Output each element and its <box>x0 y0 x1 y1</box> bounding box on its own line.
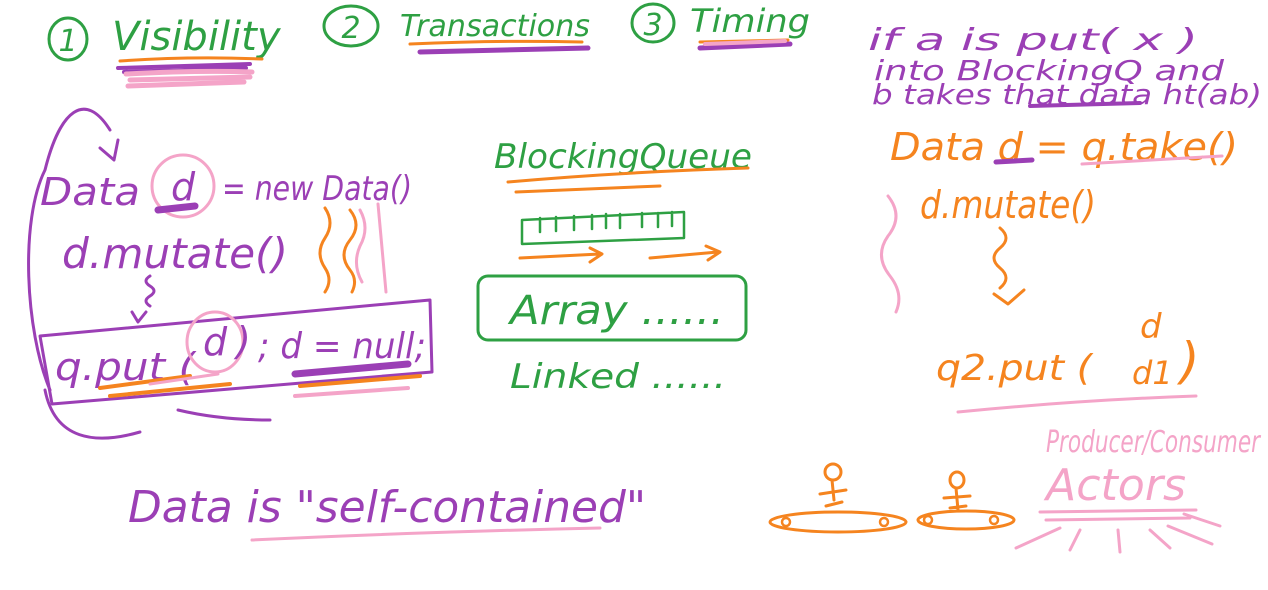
actor-figure-left <box>768 462 908 534</box>
actors-title: Actors <box>1043 460 1186 511</box>
left-put-suffix: ; d = null; <box>258 326 426 367</box>
put-box <box>38 298 434 406</box>
left-orange-waves <box>318 206 358 294</box>
lower-loop-arrow <box>43 388 272 440</box>
right-line2: d.mutate() <box>920 183 1096 227</box>
statement-underline <box>250 526 602 542</box>
actor-left-head <box>823 462 843 482</box>
left-put-arg: d <box>203 320 228 364</box>
right-put-prefix: q2.put ( <box>936 348 1094 389</box>
null-underline-pink <box>293 386 410 398</box>
topic-visibility: 1 Visibility <box>47 14 282 89</box>
actor-left-body <box>818 478 848 508</box>
conveyor-right <box>916 509 1016 531</box>
queue-array-drawing <box>520 210 686 246</box>
right-put-arg-bottom: d1 <box>1132 354 1173 392</box>
right-take-underline <box>1080 154 1224 166</box>
topic-2-underline-orange <box>408 39 584 46</box>
left-pink-waves <box>355 202 388 294</box>
array-item: Array ...... <box>507 288 724 334</box>
topic-1-underline-orange <box>118 56 264 63</box>
footer-statement: Data is "self-contained" <box>128 482 646 542</box>
loop-arrow <box>27 107 120 392</box>
self-contained-statement: Data is "self-contained" <box>128 482 646 533</box>
topic-2-number: 2 <box>341 11 360 46</box>
topic-3-number-circle <box>630 2 676 44</box>
queue-title: BlockingQueue <box>494 137 752 177</box>
right-line1: Data d = q.take() <box>890 125 1238 169</box>
queue-arrow-right <box>648 244 722 262</box>
conveyor-left-wheel-b <box>878 516 890 528</box>
left-put-close: ) <box>233 319 251 363</box>
left-var-underline <box>154 202 199 214</box>
right-put-close: ) <box>1176 332 1200 390</box>
actors-subtitle: Producer/Consumer <box>1046 425 1261 460</box>
blocking-queue-section: BlockingQueue Array ...... Linked ...... <box>476 137 752 397</box>
right-put-underline <box>956 394 1198 414</box>
put-underline-pink <box>148 372 220 386</box>
linked-item: Linked ...... <box>510 357 726 397</box>
left-code-block: Data d = new Data() d.mutate() q.put ( d… <box>27 107 434 440</box>
conveyor-left <box>768 510 908 534</box>
left-line2: d.mutate() <box>62 229 288 278</box>
topic-3-highlight-pink <box>703 39 787 46</box>
right-pink-wave <box>880 194 901 314</box>
right-note-underline <box>1028 101 1142 108</box>
right-code-block: Data d = q.take() d.mutate() q2.put ( d … <box>880 125 1238 414</box>
null-underline-purple <box>291 360 412 378</box>
actor-right-head <box>948 470 966 490</box>
right-var-highlight <box>993 157 1035 165</box>
conveyor-left-wheel-a <box>780 516 792 528</box>
topic-1-label: Visibility <box>112 14 282 60</box>
actors-rays <box>1014 508 1222 554</box>
topic-1-highlight-pink <box>123 68 255 89</box>
array-box <box>476 274 748 342</box>
right-note-line1: if a is put( x ) <box>868 23 1198 58</box>
conveyor-right-wheel-b <box>988 514 1000 526</box>
topic-transactions: 2 Transactions <box>322 4 591 55</box>
right-note: if a is put( x ) into BlockingQ and b ta… <box>868 23 1262 111</box>
null-underline-orange <box>298 374 422 388</box>
topic-3-label: Timing <box>690 2 810 40</box>
topic-2-number-circle <box>322 4 380 48</box>
left-squiggle <box>130 274 156 324</box>
left-var-circle <box>150 153 216 219</box>
left-line1-prefix: Data <box>40 170 140 214</box>
topic-timing: 3 Timing <box>630 2 810 51</box>
actor-right-body <box>942 486 972 512</box>
left-line1-rest: = new Data() <box>222 169 412 209</box>
put-arg-circle <box>185 310 245 374</box>
queue-arrow-left <box>518 246 604 264</box>
topic-3-underline-purple <box>697 41 793 51</box>
left-line1-var: d <box>171 165 196 209</box>
topic-2-label: Transactions <box>400 9 590 44</box>
right-squiggle <box>992 226 1026 306</box>
queue-title-underline <box>506 166 750 194</box>
right-put-arg-top: d <box>1140 307 1162 347</box>
topic-2-underline-purple <box>417 45 591 55</box>
topic-3-number: 3 <box>643 8 662 43</box>
actors-section: Producer/Consumer Actors <box>768 425 1261 554</box>
topic-1-number: 1 <box>58 24 77 59</box>
topic-1-number-circle <box>47 16 89 62</box>
left-put-prefix: q.put ( <box>55 345 197 389</box>
actor-figure-right <box>916 470 1016 531</box>
put-underline-orange <box>98 374 232 398</box>
right-note-line2: into BlockingQ and <box>874 54 1224 87</box>
conveyor-right-wheel-a <box>922 514 934 526</box>
